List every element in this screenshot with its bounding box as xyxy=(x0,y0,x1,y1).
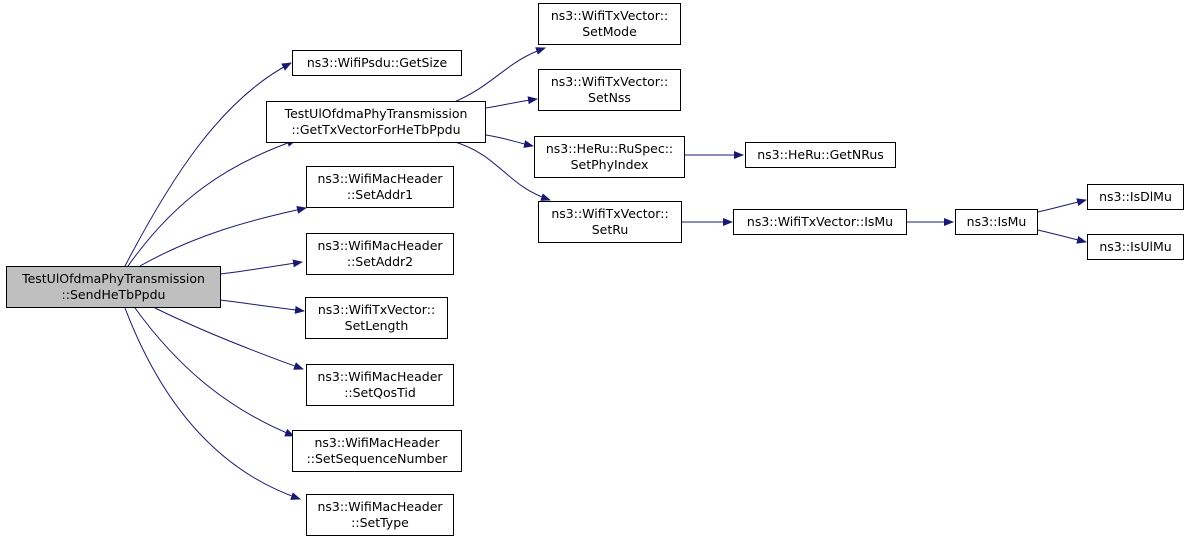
node-is-mu[interactable]: ns3::IsMu xyxy=(955,209,1038,235)
node-set-sequence-number-line-1: ns3::WifiMacHeader xyxy=(314,435,440,450)
node-set-length[interactable]: ns3::WifiTxVector:: SetLength xyxy=(305,297,448,339)
edge-send-to-getsize xyxy=(124,62,292,267)
node-set-qos-tid-line-1: ns3::WifiMacHeader xyxy=(317,369,443,384)
node-is-ul-mu[interactable]: ns3::IsUlMu xyxy=(1087,234,1184,260)
node-he-ru-get-n-rus[interactable]: ns3::HeRu::GetNRus xyxy=(745,142,896,168)
node-set-addr1[interactable]: ns3::WifiMacHeader ::SetAddr1 xyxy=(306,166,454,208)
node-ru-spec-set-phy-index[interactable]: ns3::HeRu::RuSpec:: SetPhyIndex xyxy=(534,136,685,178)
edge-send-to-setaddr1 xyxy=(139,205,307,267)
node-get-tx-vector-line-1: TestUlOfdmaPhyTransmission xyxy=(284,106,468,121)
node-set-addr2[interactable]: ns3::WifiMacHeader ::SetAddr2 xyxy=(306,233,454,275)
node-is-mu-line-1: ns3::IsMu xyxy=(966,214,1027,229)
node-get-tx-vector-for-he-tb-ppdu[interactable]: TestUlOfdmaPhyTransmission ::GetTxVector… xyxy=(266,101,486,143)
node-set-length-line-2: SetLength xyxy=(344,318,409,333)
node-wifi-tx-vector-is-mu-line-1: ns3::WifiTxVector::IsMu xyxy=(746,214,894,229)
node-is-dl-mu[interactable]: ns3::IsDlMu xyxy=(1087,184,1184,210)
node-set-addr1-line-1: ns3::WifiMacHeader xyxy=(317,171,443,186)
node-wifi-psdu-get-size[interactable]: ns3::WifiPsdu::GetSize xyxy=(292,50,462,76)
node-set-mode-line-1: ns3::WifiTxVector:: xyxy=(550,8,669,23)
node-ru-spec-set-phy-index-line-2: SetPhyIndex xyxy=(570,157,649,172)
edge-ismu-to-isulmu xyxy=(1037,229,1087,244)
edge-gettxvector-to-setnss xyxy=(485,96,538,109)
node-get-tx-vector-line-2: ::GetTxVectorForHeTbPpdu xyxy=(291,122,461,137)
node-set-nss-line-1: ns3::WifiTxVector:: xyxy=(550,74,669,89)
edge-gettxvector-to-setru xyxy=(451,140,551,201)
edge-send-to-setlength xyxy=(219,299,305,314)
node-set-type[interactable]: ns3::WifiMacHeader ::SetType xyxy=(306,494,454,536)
node-send-he-tb-ppdu-line-2: ::SendHeTbPpdu xyxy=(61,287,166,302)
edge-gettxvector-to-setmode xyxy=(451,47,546,104)
node-set-qos-tid-line-2: ::SetQosTid xyxy=(344,385,416,400)
node-send-he-tb-ppdu[interactable]: TestUlOfdmaPhyTransmission ::SendHeTbPpd… xyxy=(6,266,221,308)
node-he-ru-get-n-rus-line-1: ns3::HeRu::GetNRus xyxy=(757,147,884,162)
node-set-nss[interactable]: ns3::WifiTxVector:: SetNss xyxy=(538,69,681,111)
node-set-addr1-line-2: ::SetAddr1 xyxy=(346,187,414,202)
edge-send-to-settype xyxy=(124,307,301,500)
node-set-qos-tid[interactable]: ns3::WifiMacHeader ::SetQosTid xyxy=(306,364,454,406)
node-set-mode[interactable]: ns3::WifiTxVector:: SetMode xyxy=(538,3,681,45)
node-set-addr2-line-1: ns3::WifiMacHeader xyxy=(317,238,443,253)
edge-send-to-gettxvector xyxy=(127,139,297,267)
node-set-sequence-number[interactable]: ns3::WifiMacHeader ::SetSequenceNumber xyxy=(292,430,462,472)
node-set-ru-line-2: SetRu xyxy=(591,222,629,237)
edge-send-to-setqostid xyxy=(154,307,304,370)
edge-gettxvector-to-setphyindex xyxy=(485,134,534,148)
node-set-type-line-1: ns3::WifiMacHeader xyxy=(317,499,443,514)
edge-send-to-setaddr2 xyxy=(219,259,303,275)
node-set-type-line-2: ::SetType xyxy=(351,515,409,530)
node-wifi-psdu-get-size-line-1: ns3::WifiPsdu::GetSize xyxy=(306,55,448,70)
node-set-mode-line-2: SetMode xyxy=(582,24,637,39)
node-is-dl-mu-line-1: ns3::IsDlMu xyxy=(1099,189,1172,204)
node-set-ru-line-1: ns3::WifiTxVector:: xyxy=(551,206,669,221)
node-wifi-tx-vector-is-mu[interactable]: ns3::WifiTxVector::IsMu xyxy=(733,209,907,235)
edge-send-to-setsequencenumber xyxy=(134,307,295,437)
node-is-ul-mu-line-1: ns3::IsUlMu xyxy=(1099,239,1172,254)
node-set-sequence-number-line-2: ::SetSequenceNumber xyxy=(306,451,448,466)
node-set-addr2-line-2: ::SetAddr2 xyxy=(346,254,414,269)
node-set-length-line-1: ns3::WifiTxVector:: xyxy=(317,302,436,317)
edge-ismu-to-isdlmu xyxy=(1037,198,1087,213)
node-set-nss-line-2: SetNss xyxy=(588,90,631,105)
node-set-ru[interactable]: ns3::WifiTxVector:: SetRu xyxy=(538,201,682,243)
node-send-he-tb-ppdu-line-1: TestUlOfdmaPhyTransmission xyxy=(22,271,205,286)
node-ru-spec-set-phy-index-line-1: ns3::HeRu::RuSpec:: xyxy=(545,141,674,156)
